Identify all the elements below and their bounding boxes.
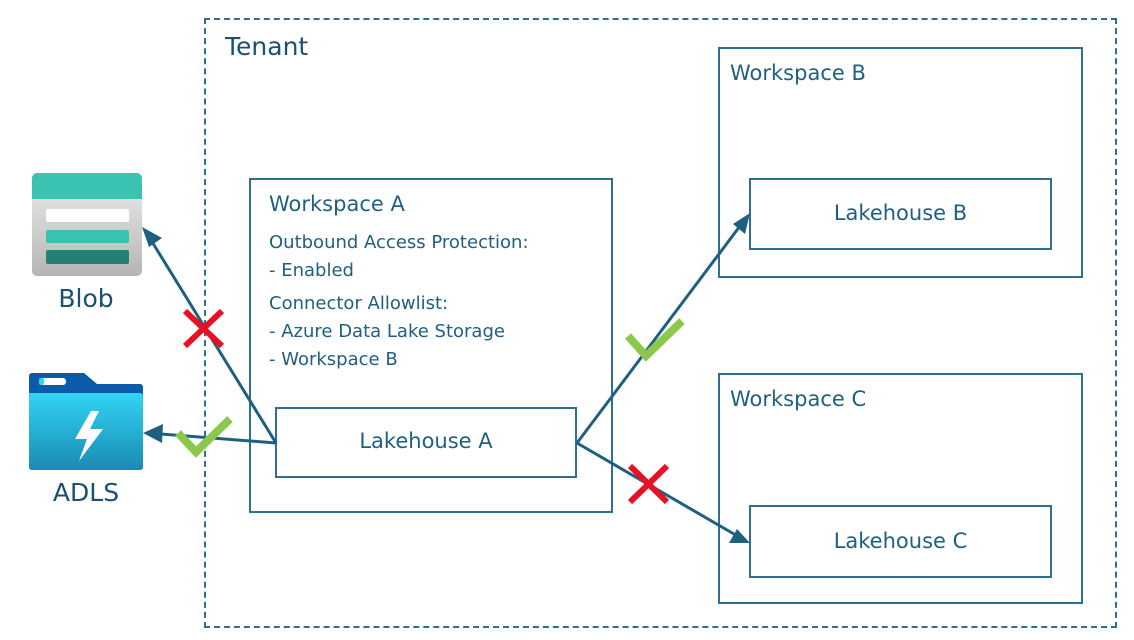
detail-outbound-value: - Enabled <box>269 260 354 281</box>
detail-allowlist-adls: - Azure Data Lake Storage <box>269 321 505 342</box>
blob-label: Blob <box>58 284 114 313</box>
detail-allowlist-title: Connector Allowlist: <box>269 293 449 314</box>
lakehouse-c: Lakehouse C <box>749 505 1052 578</box>
lakehouse-b-label: Lakehouse B <box>833 201 968 225</box>
adls-label: ADLS <box>52 478 120 507</box>
lakehouse-c-label: Lakehouse C <box>833 529 968 553</box>
allowed-check-icon-adls <box>175 416 233 458</box>
detail-allowlist-workspace-b: - Workspace B <box>269 349 398 370</box>
arrow-lakehouse-a-to-lakehouse-c <box>576 441 747 543</box>
detail-outbound-title: Outbound Access Protection: <box>269 232 529 253</box>
arrowhead-blob <box>142 227 162 247</box>
workspace-c-label: Workspace C <box>730 387 867 411</box>
blocked-x-icon-lakehouse-c <box>627 463 670 505</box>
tenant-label: Tenant <box>225 32 309 61</box>
arrow-lakehouse-a-to-lakehouse-b <box>575 217 748 444</box>
workspace-a-details: Outbound Access Protection: - Enabled Co… <box>269 229 529 374</box>
lakehouse-a-label: Lakehouse A <box>359 429 493 453</box>
data-lake-storage-icon <box>29 373 143 470</box>
allowed-check-icon-lakehouse-b <box>625 318 685 362</box>
arrowhead-adls <box>143 424 163 443</box>
workspace-b-label: Workspace B <box>730 61 866 85</box>
blob-node <box>32 173 144 277</box>
blob-storage-icon <box>32 173 142 276</box>
lakehouse-b: Lakehouse B <box>749 178 1052 250</box>
arrowhead-lakehouse-c <box>729 529 750 543</box>
arrowhead-lakehouse-b <box>733 213 750 234</box>
adls-node <box>29 373 145 473</box>
workspace-b <box>718 47 1083 278</box>
blocked-x-icon-blob <box>182 308 225 349</box>
workspace-a-label: Workspace A <box>269 192 405 216</box>
workspace-c <box>718 373 1083 604</box>
workspace-a <box>249 178 613 513</box>
